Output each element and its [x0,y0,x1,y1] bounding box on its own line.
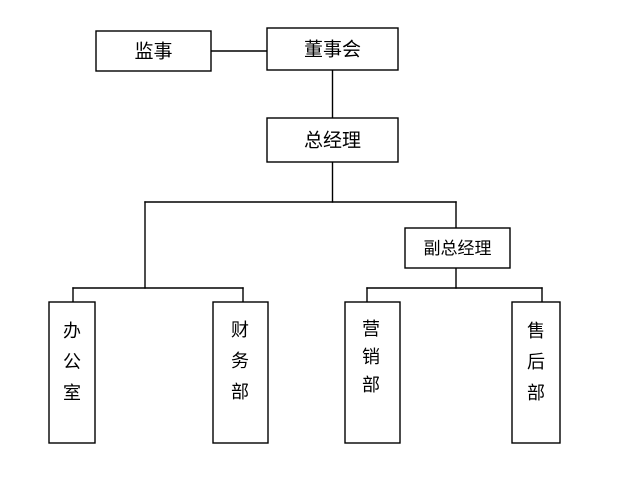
finance-dept-box[interactable] [212,301,269,444]
connector-layer [72,50,543,303]
deputy-general-manager-label: 副总经理 [424,239,492,259]
board-box[interactable] [266,27,399,71]
finance-dept-label-char-1: 务 [231,351,249,372]
node-office[interactable]: 办 公 室 [48,301,96,444]
general-manager-label: 总经理 [304,130,361,152]
marketing-dept-box[interactable] [344,301,401,444]
marketing-dept-label-char-0: 营 [362,319,380,340]
supervisor-label: 监事 [134,41,172,63]
node-deputy-general-manager[interactable]: 副总经理 [404,227,511,269]
office-label-char-0: 办 [63,321,81,342]
node-finance-dept[interactable]: 财 务 部 [212,301,269,444]
finance-dept-label-char-2: 部 [231,382,249,403]
aftersales-dept-label-char-2: 部 [527,383,545,404]
aftersales-dept-box[interactable] [511,301,561,444]
board-label: 董事会 [304,39,361,61]
node-general-manager[interactable]: 总经理 [266,117,399,163]
supervisor-box[interactable] [95,30,212,72]
node-board[interactable]: 董事会 [266,27,399,71]
office-label-char-1: 公 [63,352,81,373]
node-aftersales-dept[interactable]: 售 后 部 [511,301,561,444]
finance-dept-label-char-0: 财 [231,320,249,341]
marketing-dept-label-char-2: 部 [362,375,380,396]
deputy-general-manager-box[interactable] [404,227,511,269]
node-marketing-dept[interactable]: 营 销 部 [344,301,401,444]
office-label-char-2: 室 [63,383,81,404]
node-supervisor[interactable]: 监事 [95,30,212,72]
marketing-dept-label-char-1: 销 [362,347,380,368]
aftersales-dept-label-char-1: 后 [527,352,545,373]
aftersales-dept-label-char-0: 售 [527,321,545,342]
general-manager-box[interactable] [266,117,399,163]
office-box[interactable] [48,301,96,444]
